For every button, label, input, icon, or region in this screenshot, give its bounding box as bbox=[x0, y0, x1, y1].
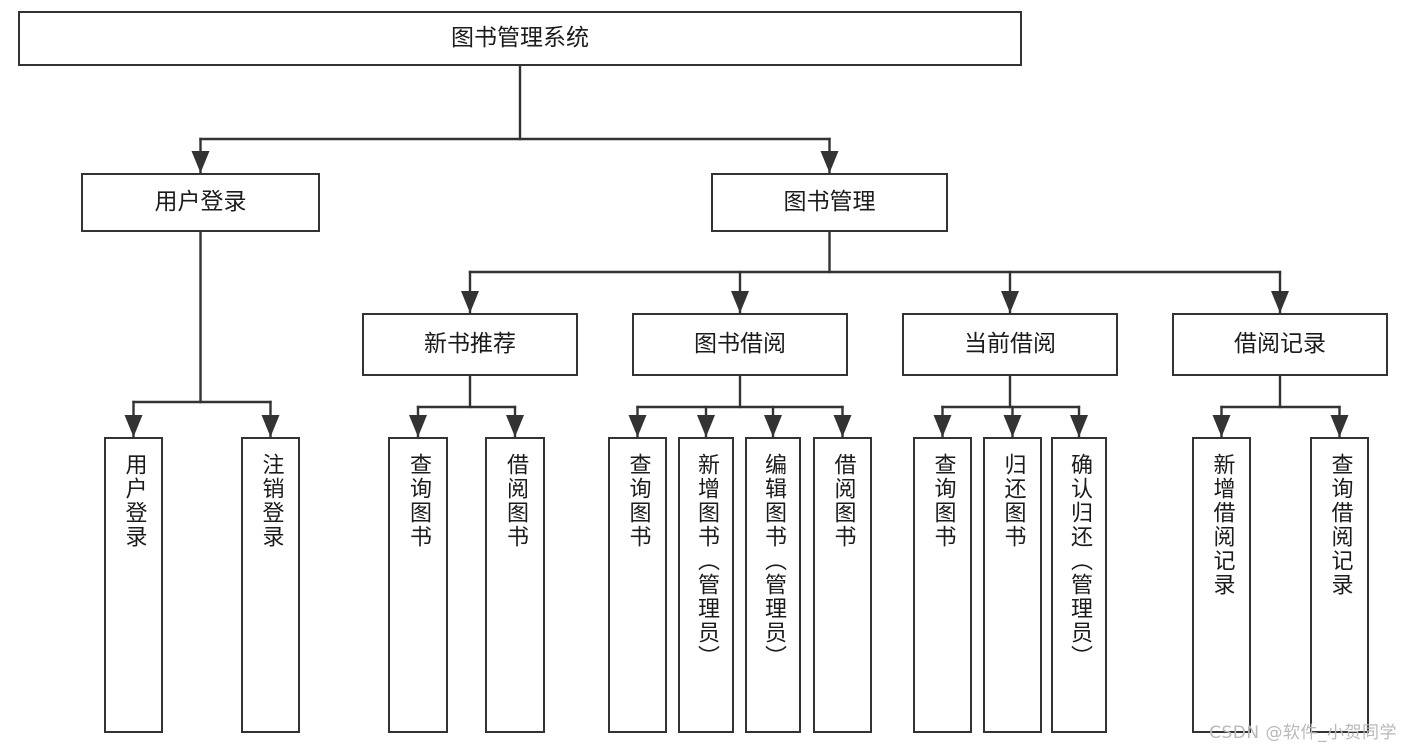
node-n-query[interactable]: 查询图书 bbox=[388, 437, 448, 733]
node-label: 确认归还（管理员） bbox=[1067, 453, 1092, 669]
node-bookmgmt[interactable]: 图书管理 bbox=[711, 173, 948, 232]
node-label: 新书推荐 bbox=[424, 331, 516, 358]
node-l-logout[interactable]: 注销登录 bbox=[241, 437, 300, 733]
node-b-add[interactable]: 新增图书（管理员） bbox=[678, 437, 734, 733]
node-login[interactable]: 用户登录 bbox=[81, 173, 320, 232]
node-label: 图书管理系统 bbox=[451, 25, 589, 52]
node-label: 借阅记录 bbox=[1234, 331, 1326, 358]
node-n-borrow[interactable]: 借阅图书 bbox=[485, 437, 545, 733]
node-label: 用户登录 bbox=[154, 189, 247, 216]
node-borrow[interactable]: 图书借阅 bbox=[632, 313, 848, 376]
node-label: 归还图书 bbox=[1000, 453, 1026, 549]
watermark-text: CSDN @软件_小贺同学 bbox=[1209, 723, 1397, 743]
node-label: 图书借阅 bbox=[694, 331, 786, 358]
node-label: 查询图书 bbox=[406, 453, 431, 549]
node-label: 查询借阅记录 bbox=[1327, 453, 1353, 597]
node-label: 编辑图书（管理员） bbox=[761, 453, 786, 669]
node-label: 当前借阅 bbox=[964, 331, 1056, 358]
node-root[interactable]: 图书管理系统 bbox=[18, 11, 1022, 66]
node-b-borrow[interactable]: 借阅图书 bbox=[813, 437, 872, 733]
node-b-edit[interactable]: 编辑图书（管理员） bbox=[745, 437, 801, 733]
node-l-login[interactable]: 用户登录 bbox=[104, 437, 163, 733]
node-label: 注销登录 bbox=[258, 453, 284, 549]
node-records[interactable]: 借阅记录 bbox=[1172, 313, 1388, 376]
node-label: 查询图书 bbox=[625, 453, 651, 549]
node-label: 图书管理 bbox=[783, 189, 876, 216]
node-c-confirm[interactable]: 确认归还（管理员） bbox=[1051, 437, 1107, 733]
node-current[interactable]: 当前借阅 bbox=[902, 313, 1118, 376]
node-c-return[interactable]: 归还图书 bbox=[983, 437, 1042, 733]
node-label: 新增借阅记录 bbox=[1209, 453, 1235, 597]
node-label: 借阅图书 bbox=[830, 453, 856, 549]
node-c-query[interactable]: 查询图书 bbox=[913, 437, 972, 733]
node-label: 用户登录 bbox=[121, 453, 147, 549]
node-label: 借阅图书 bbox=[503, 453, 528, 549]
node-r-add[interactable]: 新增借阅记录 bbox=[1192, 437, 1251, 733]
node-newbook[interactable]: 新书推荐 bbox=[362, 313, 578, 376]
node-b-query[interactable]: 查询图书 bbox=[608, 437, 667, 733]
node-label: 查询图书 bbox=[930, 453, 956, 549]
node-r-query[interactable]: 查询借阅记录 bbox=[1310, 437, 1369, 733]
node-label: 新增图书（管理员） bbox=[694, 453, 719, 669]
